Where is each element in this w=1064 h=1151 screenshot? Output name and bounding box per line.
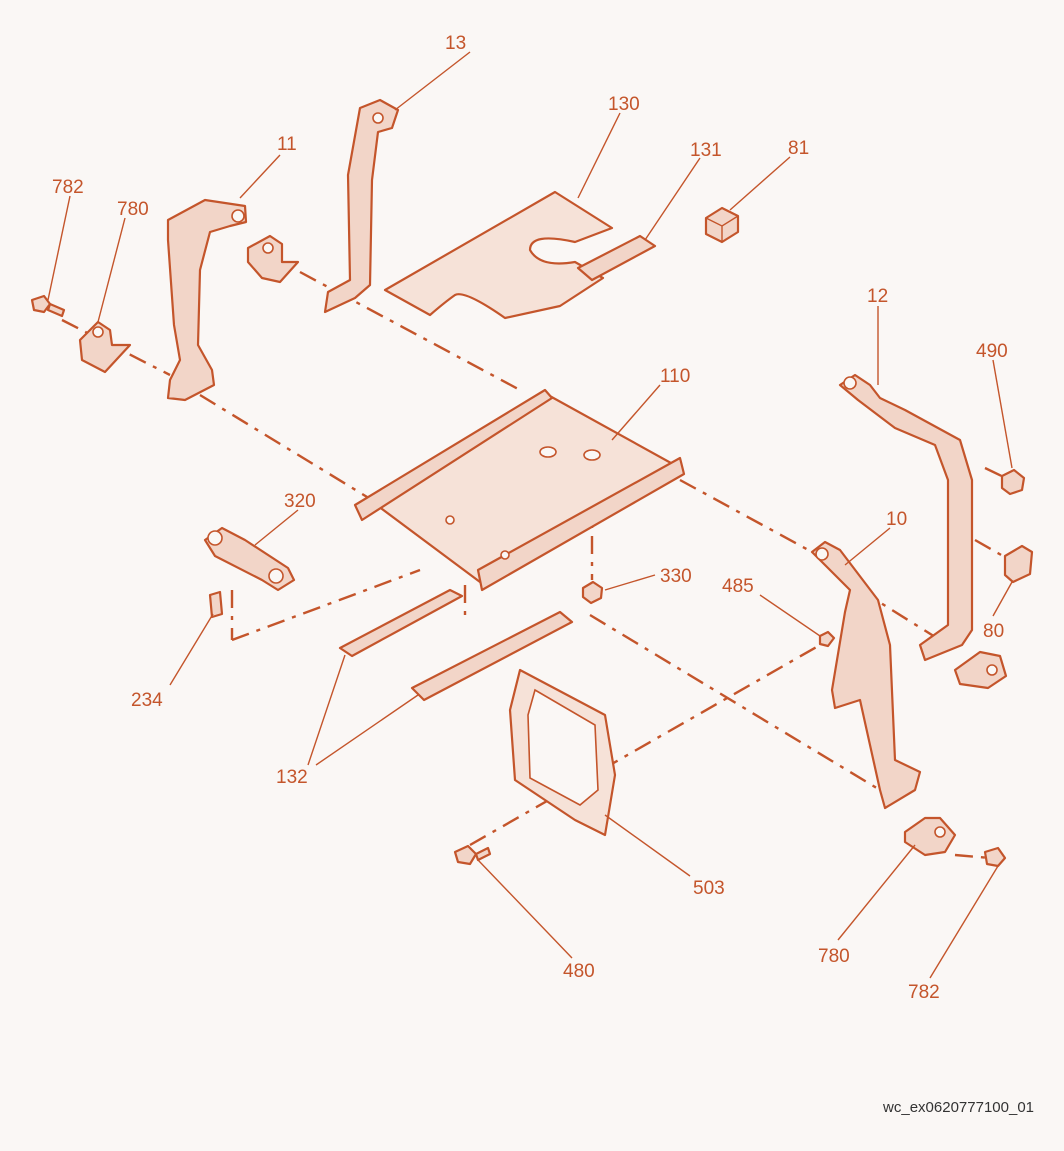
callout-10: 10 (886, 509, 907, 530)
part-782-top-bolt (30, 294, 66, 318)
callout-330: 330 (660, 566, 692, 587)
part-782-bottom-bolt (983, 846, 1007, 868)
callout-12: 12 (867, 286, 888, 307)
part-13-upright-bracket (323, 98, 400, 314)
callout-780-bottom: 780 (818, 946, 850, 967)
callout-490: 490 (976, 341, 1008, 362)
part-131-strip (576, 234, 657, 282)
callout-110: 110 (660, 366, 690, 387)
callout-labels: 13 130 131 81 11 782 780 12 490 110 320 … (52, 33, 1008, 1003)
part-503-panel (508, 668, 617, 837)
part-mount-pad-right (953, 650, 1008, 690)
part-330-nut (581, 580, 604, 605)
callout-320: 320 (284, 491, 316, 512)
callout-11: 11 (277, 134, 297, 155)
part-12-right-upright (838, 373, 974, 662)
part-320-arm (203, 526, 296, 592)
part-80-block (1003, 544, 1034, 584)
callout-480: 480 (563, 961, 595, 982)
part-780-bottom-bracket (903, 816, 957, 857)
part-mount-pad-upper (246, 234, 300, 284)
part-490-nut (1000, 468, 1026, 496)
part-130-cover-plate (383, 190, 614, 320)
part-10-right-bracket (810, 540, 922, 810)
callout-131: 131 (690, 140, 722, 161)
part-132-skid-upper (338, 588, 464, 658)
callout-80: 80 (983, 621, 1004, 642)
callout-132: 132 (276, 767, 308, 788)
callout-130: 130 (608, 94, 640, 115)
callout-81: 81 (788, 138, 809, 159)
callout-503: 503 (693, 878, 725, 899)
part-480-bolt (453, 844, 492, 866)
callout-782-top: 782 (52, 177, 84, 198)
callout-485: 485 (722, 576, 754, 597)
part-110-frame-plate (353, 388, 686, 592)
part-485-nut (818, 630, 836, 648)
callout-780-top: 780 (117, 199, 149, 220)
part-132-skid-lower (410, 610, 574, 702)
part-11-left-bracket (166, 198, 248, 402)
callout-234: 234 (131, 690, 163, 711)
assembly-lines (61, 270, 1011, 860)
leader-lines (47, 51, 1013, 979)
part-81-cube (704, 206, 740, 244)
part-780-top-bracket (78, 320, 132, 374)
part-234-pin (208, 590, 224, 619)
callout-13: 13 (445, 33, 466, 54)
document-id: wc_ex0620777100_01 (883, 1099, 1034, 1116)
callout-782-bottom: 782 (908, 982, 940, 1003)
